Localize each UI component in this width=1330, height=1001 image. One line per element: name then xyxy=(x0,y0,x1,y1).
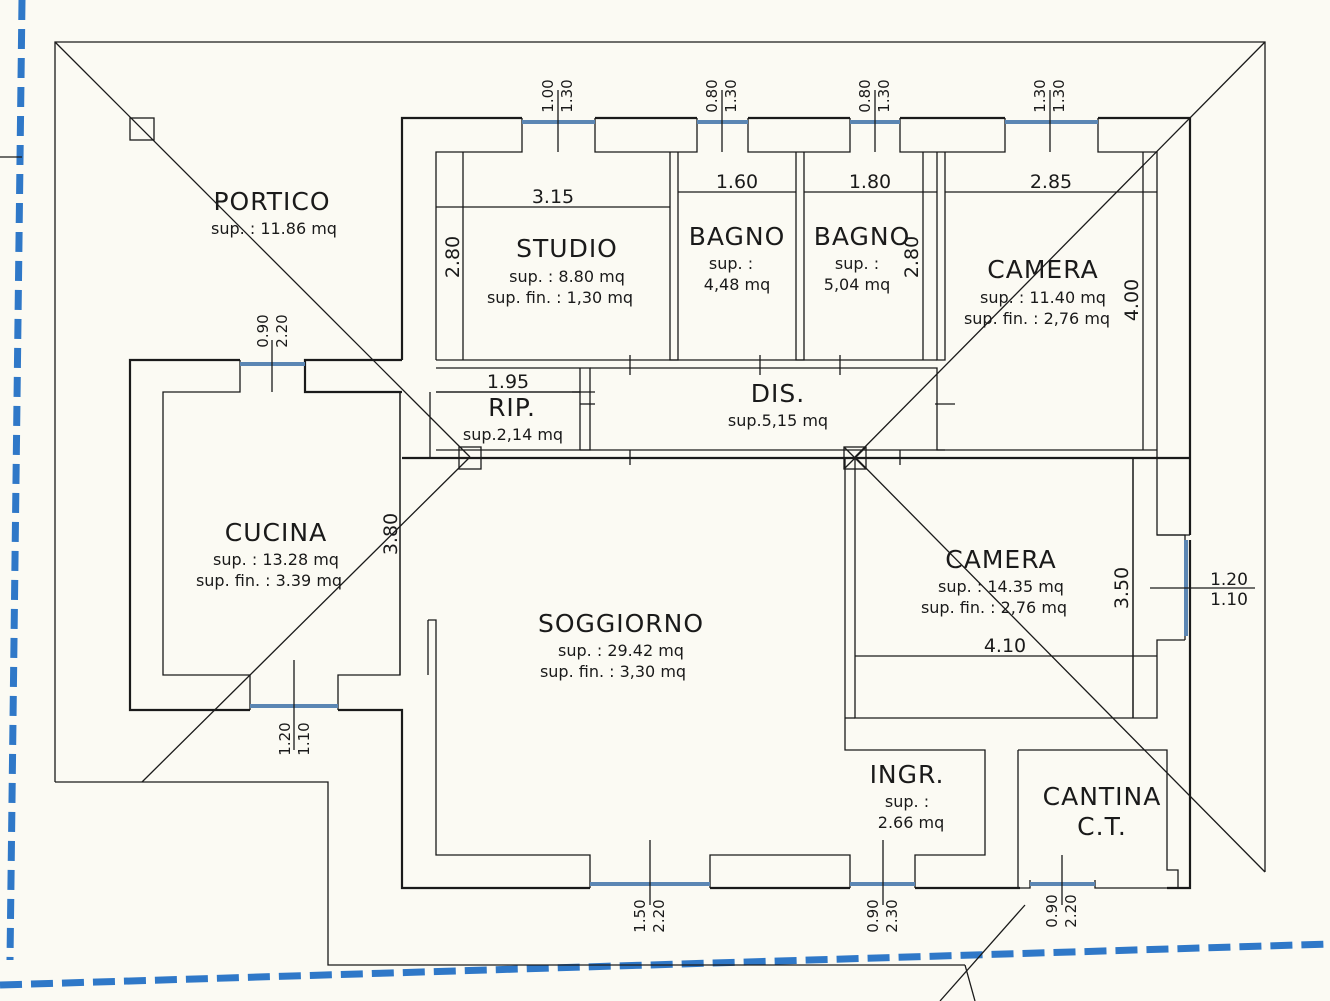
window-label-studio: 1.00 1.30 xyxy=(539,79,576,112)
room-area-label: sup. : xyxy=(885,792,929,811)
window-label-bagno2: 0.80 1.30 xyxy=(856,79,893,112)
room-camera-2: CAMERA sup. : 14.35 mq sup. fin. : 2,76 … xyxy=(921,545,1067,617)
dim-rip-width: 1.95 xyxy=(487,371,529,393)
svg-text:0.90: 0.90 xyxy=(254,314,272,347)
svg-text:0.80: 0.80 xyxy=(856,79,874,112)
svg-text:1.30: 1.30 xyxy=(1031,79,1049,112)
dimension-labels: 3.15 1.60 1.80 2.85 1.95 4.10 2.80 2.80 … xyxy=(380,171,1143,657)
room-area: 2.66 mq xyxy=(878,813,944,832)
room-area: 4,48 mq xyxy=(704,275,770,294)
room-subtitle: C.T. xyxy=(1077,812,1127,841)
room-cantina: CANTINA C.T. xyxy=(1043,782,1162,841)
room-cucina: CUCINA sup. : 13.28 mq sup. fin. : 3.39 … xyxy=(196,518,342,590)
dim-camera2-height: 3.50 xyxy=(1111,567,1133,609)
walls xyxy=(128,116,1192,890)
room-disimpegno: DIS. sup.5,15 mq xyxy=(728,379,828,430)
svg-text:1.20: 1.20 xyxy=(1210,570,1248,590)
svg-text:2.30: 2.30 xyxy=(883,899,901,932)
svg-text:1.30: 1.30 xyxy=(1050,79,1068,112)
dim-camera1-height: 4.00 xyxy=(1121,279,1143,321)
room-studio: STUDIO sup. : 8.80 mq sup. fin. : 1,30 m… xyxy=(487,234,633,307)
window-label-cucina-top: 0.90 2.20 xyxy=(254,314,291,347)
room-area: 5,04 mq xyxy=(824,275,890,294)
dim-bagno2-height: 2.80 xyxy=(901,236,923,278)
room-area-label: sup. : xyxy=(835,254,879,273)
window-label-camera1: 1.30 1.30 xyxy=(1031,79,1068,112)
room-finish-area: sup. fin. : 2,76 mq xyxy=(964,309,1110,328)
room-area: sup. : 11.86 mq xyxy=(211,219,337,238)
svg-text:1.30: 1.30 xyxy=(558,79,576,112)
room-bagno-2: BAGNO sup. : 5,04 mq xyxy=(814,222,911,294)
room-area-label: sup. : xyxy=(709,254,753,273)
room-area: sup.5,15 mq xyxy=(728,411,828,430)
svg-text:2.20: 2.20 xyxy=(273,314,291,347)
room-area: sup.2,14 mq xyxy=(463,425,563,444)
room-name: PORTICO xyxy=(213,187,330,216)
room-name: INGR. xyxy=(870,760,945,789)
room-area: sup. : 14.35 mq xyxy=(938,577,1064,596)
dim-cucina-height: 3.80 xyxy=(380,513,402,555)
svg-text:1.20: 1.20 xyxy=(276,722,294,755)
svg-text:1.50: 1.50 xyxy=(631,899,649,932)
room-camera-1: CAMERA sup. : 11.40 mq sup. fin. : 2,76 … xyxy=(964,255,1110,328)
window-label-camera2: 1.20 1.10 xyxy=(1210,570,1248,610)
room-finish-area: sup. fin. : 2,76 mq xyxy=(921,598,1067,617)
svg-text:1.30: 1.30 xyxy=(875,79,893,112)
room-name: BAGNO xyxy=(689,222,786,251)
window-label-bagno1: 0.80 1.30 xyxy=(703,79,740,112)
svg-text:1.30: 1.30 xyxy=(722,79,740,112)
room-name: SOGGIORNO xyxy=(538,609,704,638)
room-finish-area: sup. fin. : 3.39 mq xyxy=(196,571,342,590)
room-name: CUCINA xyxy=(225,518,327,547)
room-portico: PORTICO sup. : 11.86 mq xyxy=(211,187,337,238)
svg-text:1.10: 1.10 xyxy=(1210,590,1248,610)
room-finish-area: sup. fin. : 3,30 mq xyxy=(540,662,686,681)
room-name: CAMERA xyxy=(987,255,1098,284)
window-label-ingresso: 0.90 2.30 xyxy=(864,899,901,932)
svg-text:2.20: 2.20 xyxy=(650,899,668,932)
svg-text:0.90: 0.90 xyxy=(1043,894,1061,927)
room-bagno-1: BAGNO sup. : 4,48 mq xyxy=(689,222,786,294)
room-area: sup. : 11.40 mq xyxy=(980,288,1106,307)
window-labels: 1.00 1.30 0.80 1.30 0.80 1.30 1.30 1.30 … xyxy=(254,79,1248,932)
room-area: sup. : 13.28 mq xyxy=(213,550,339,569)
window-label-soggiorno: 1.50 2.20 xyxy=(631,899,668,932)
window-label-cantina: 0.90 2.20 xyxy=(1043,894,1080,927)
room-name: RIP. xyxy=(488,393,536,422)
dim-bagno1-width: 1.60 xyxy=(716,171,758,193)
room-area: sup. : 8.80 mq xyxy=(509,267,625,286)
dim-studio-width: 3.15 xyxy=(532,186,574,208)
dimension-lines xyxy=(271,90,1255,905)
svg-text:2.20: 2.20 xyxy=(1062,894,1080,927)
room-area: sup. : 29.42 mq xyxy=(558,641,684,660)
svg-text:0.90: 0.90 xyxy=(864,899,882,932)
room-name: STUDIO xyxy=(516,234,618,263)
room-ingresso: INGR. sup. : 2.66 mq xyxy=(870,760,945,832)
room-name: CAMERA xyxy=(945,545,1056,574)
svg-text:1.10: 1.10 xyxy=(295,722,313,755)
room-name: CANTINA xyxy=(1043,782,1162,811)
svg-text:1.00: 1.00 xyxy=(539,79,557,112)
dim-camera2-width: 4.10 xyxy=(984,635,1026,657)
svg-text:0.80: 0.80 xyxy=(703,79,721,112)
room-ripostiglio: RIP. sup.2,14 mq xyxy=(463,393,563,444)
room-name: DIS. xyxy=(751,379,805,408)
dim-camera1-width: 2.85 xyxy=(1030,171,1072,193)
room-name: BAGNO xyxy=(814,222,911,251)
room-finish-area: sup. fin. : 1,30 mq xyxy=(487,288,633,307)
dim-studio-height: 2.80 xyxy=(442,236,464,278)
room-soggiorno: SOGGIORNO sup. : 29.42 mq sup. fin. : 3,… xyxy=(538,609,704,681)
dim-bagno2-width: 1.80 xyxy=(849,171,891,193)
window-label-cucina-bottom: 1.20 1.10 xyxy=(276,722,313,755)
